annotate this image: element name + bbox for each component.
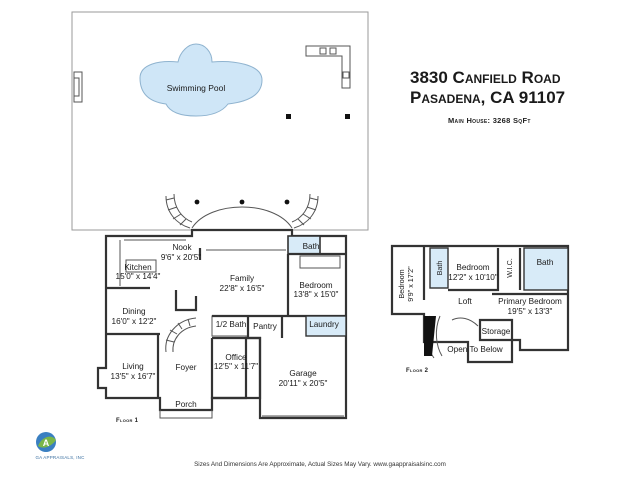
main-house-sqft: Main House: 3268 SqFt: [448, 116, 531, 125]
porch-name: Porch: [175, 400, 197, 409]
family-name: Family: [230, 274, 255, 283]
floor-1-label: Floor 1: [116, 418, 139, 424]
primary-bedroom-name: Primary Bedroom: [498, 297, 562, 306]
floor-2-plan: [390, 244, 570, 364]
bath-1-name: Bath: [303, 242, 320, 251]
floor-2-label: Floor 2: [406, 368, 429, 374]
address-line-1: 3830 Canfield Road: [410, 68, 561, 87]
disclaimer: Sizes And Dimensions Are Approximate, Ac…: [194, 461, 446, 468]
storage-name: Storage: [482, 327, 511, 336]
pool-label: Swimming Pool: [167, 83, 226, 93]
swimming-pool: [139, 43, 263, 117]
kitchen-name: Kitchen: [124, 263, 152, 272]
primary-bedroom-dims: 19'5" x 13'3": [508, 307, 553, 316]
bath-2b-name: Bath: [537, 258, 554, 267]
family-dims: 22'8" x 16'5": [220, 284, 265, 293]
logo-text: GA APPRAISALS, INC: [35, 455, 85, 460]
bedroom-2a-dims: 9'9" x 17'2": [406, 266, 415, 302]
living-name: Living: [122, 362, 144, 371]
garage-name: Garage: [289, 369, 317, 378]
property-address: 3830 Canfield Road Pasadena, CA 91107: [410, 68, 630, 108]
open-to-below-label: Open To Below: [447, 345, 502, 354]
garage-dims: 20'11" x 20'5": [279, 379, 328, 388]
bedroom-2a-name: Bedroom: [397, 269, 406, 298]
svg-text:A: A: [43, 438, 50, 448]
living-dims: 13'5" x 16'7": [111, 372, 156, 381]
dining-dims: 16'0" x 12'2": [112, 317, 157, 326]
kitchen-dims: 15'0" x 14'4": [116, 272, 161, 281]
half-bath-name: 1/2 Bath: [216, 320, 247, 329]
bedroom-1-dims: 13'8" x 15'0": [294, 290, 339, 299]
bedroom-1-name: Bedroom: [299, 281, 332, 290]
loft-name: Loft: [458, 297, 472, 306]
nook-name: Nook: [172, 243, 192, 252]
wic-name: W.I.C.: [505, 258, 514, 278]
dining-name: Dining: [122, 307, 146, 316]
bath-2a-name: Bath: [435, 261, 444, 276]
laundry-name: Laundry: [309, 320, 339, 329]
bedroom-2b-dims: 12'2" x 10'10": [448, 273, 498, 282]
backyard-deck: Swimming Pool: [71, 11, 369, 231]
foyer-name: Foyer: [176, 363, 197, 372]
bedroom-2b-name: Bedroom: [456, 263, 489, 272]
address-line-2: Pasadena, CA 91107: [410, 88, 566, 107]
nook-dims: 9'6" x 20'5": [161, 253, 201, 262]
pantry-name: Pantry: [253, 322, 278, 331]
office-name: Office: [225, 353, 247, 362]
ga-logo-icon: A: [36, 432, 56, 452]
office-dims: 12'5" x 11'7": [214, 362, 258, 371]
floor-1-plan: [96, 228, 348, 420]
